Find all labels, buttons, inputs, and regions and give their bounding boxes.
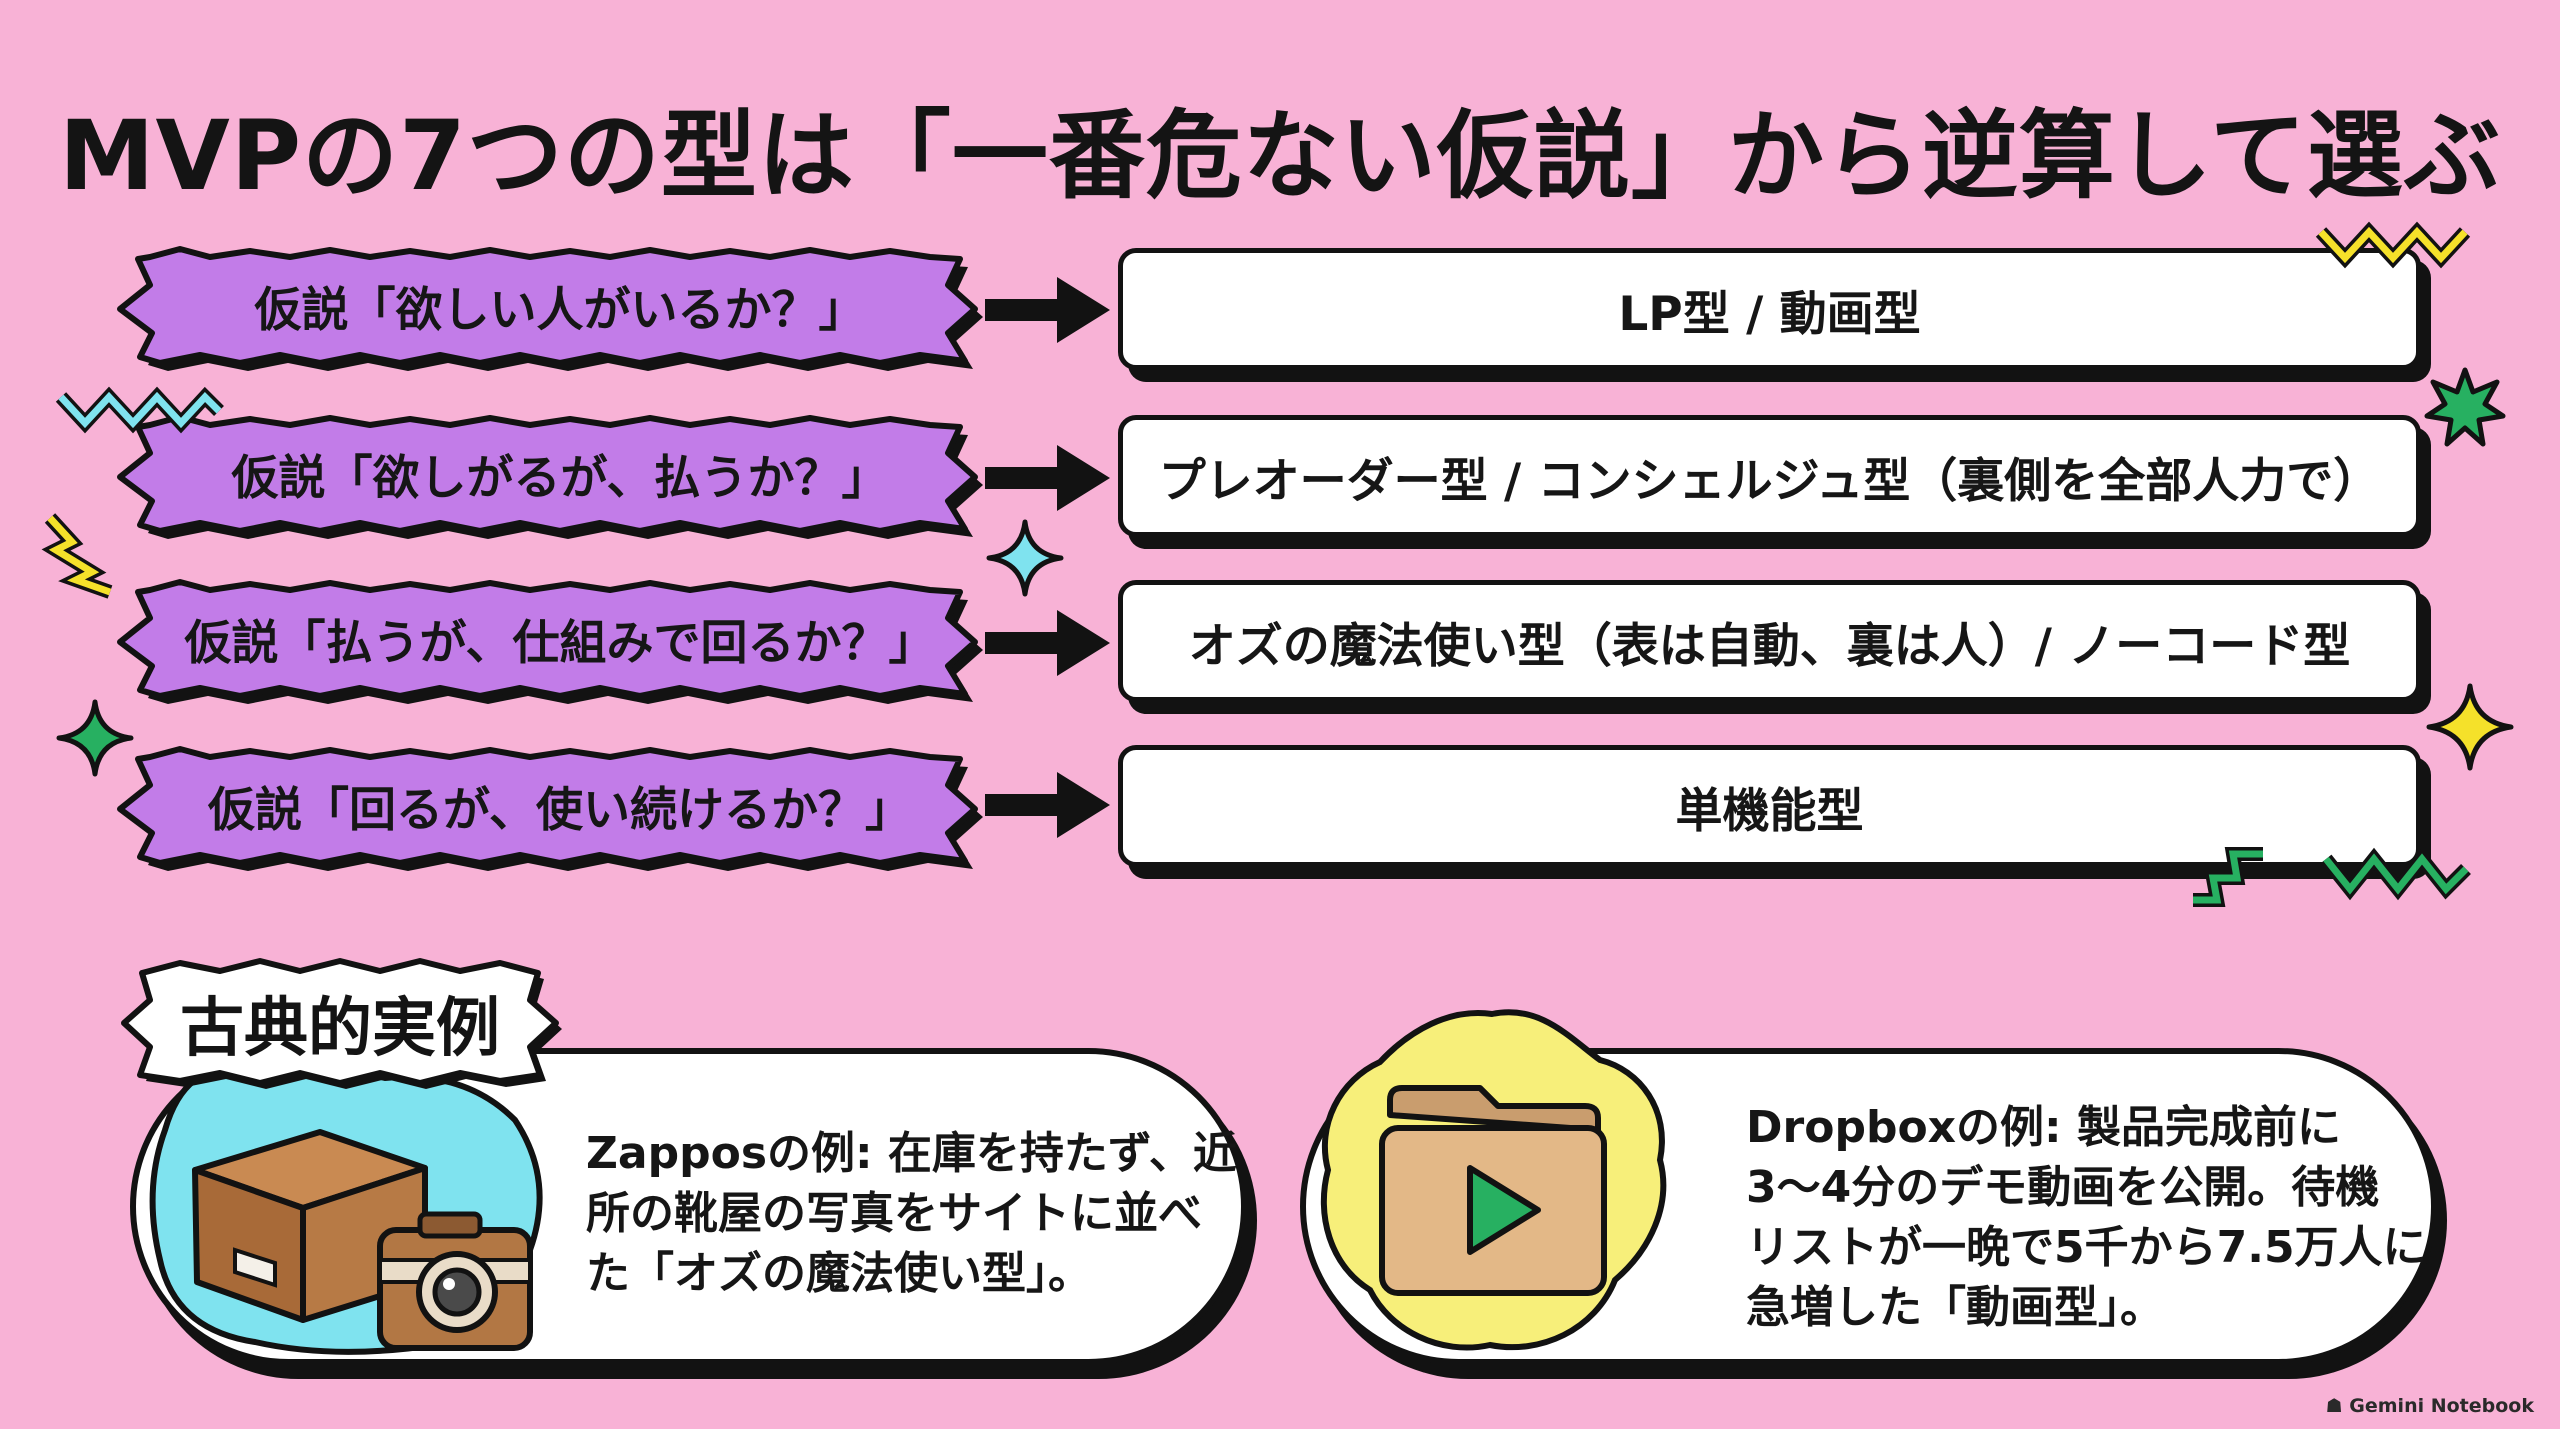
classic-examples-heading: 古典的実例 (180, 991, 500, 1066)
hypothesis-label: 仮説「欲しがるが、払うか？」 (231, 450, 889, 506)
text-line: 3〜4分のデモ動画を公開。待機 (1746, 1162, 2380, 1213)
box-and-camera-icon (149, 1062, 543, 1355)
hypothesis-label: 仮説「払うが、仕組みで回るか？」 (184, 615, 936, 671)
video-folder-icon (1320, 1009, 1667, 1351)
text-line: た「オズの魔法使い型」。 (586, 1248, 1092, 1299)
lightning-green-icon (2193, 847, 2263, 907)
arrow-right-icon (985, 610, 1110, 676)
hypothesis-badge-3: 仮説「払うが、仕組みで回るか？」 (117, 578, 983, 704)
watermark: ☗ Gemini Notebook (2326, 1395, 2534, 1417)
arrow-right-icon (985, 445, 1110, 511)
mvp-type-box-4: 単機能型 (1118, 745, 2421, 867)
arrow-right-icon (985, 277, 1110, 343)
starburst-green-icon (2424, 367, 2506, 447)
mvp-type-box-1: LP型 / 動画型 (1118, 248, 2421, 370)
hypothesis-badge-4: 仮説「回るが、使い続けるか？」 (117, 745, 983, 871)
zigzag-cyan-icon (55, 386, 224, 434)
zigzag-yellow-icon (2315, 221, 2471, 269)
sparkle-cyan-icon (986, 519, 1064, 597)
sparkle-yellow-icon (2426, 683, 2514, 771)
text-line: Dropboxの例: 製品完成前に (1746, 1102, 2341, 1153)
gemini-logo-icon: ☗ (2325, 1395, 2350, 1417)
sparkle-green-icon (56, 699, 134, 777)
badge-shape (117, 579, 983, 704)
hypothesis-badge-2: 仮説「欲しがるが、払うか？」 (117, 413, 983, 539)
hypothesis-label: 仮説「欲しい人がいるか？」 (254, 282, 866, 338)
hypothesis-badge-1: 仮説「欲しい人がいるか？」 (117, 245, 983, 371)
mvp-type-box-2: プレオーダー型 / コンシェルジュ型（裏側を全部人力で） (1118, 415, 2421, 537)
text-line: 急増した「動画型」。 (1746, 1282, 2164, 1333)
lightning-yellow-icon (41, 513, 113, 599)
arrow-right-icon (985, 772, 1110, 838)
zigzag-green-icon (2320, 847, 2471, 901)
badge-shape (117, 246, 983, 371)
hypothesis-label: 仮説「回るが、使い続けるか？」 (207, 782, 913, 838)
mvp-type-box-3: オズの魔法使い型（表は自動、裏は人）/ ノーコード型 (1118, 580, 2421, 702)
watermark-text: Gemini Notebook (2349, 1395, 2534, 1417)
text-line: 所の靴屋の写真をサイトに並べ (586, 1188, 1202, 1239)
badge-shape (117, 746, 983, 871)
text-line: リストが一晩で5千から7.5万人に (1746, 1222, 2427, 1273)
text-line: Zapposの例: 在庫を持たず、近 (586, 1128, 1237, 1179)
label-burst-shape (121, 958, 562, 1089)
badge-shape (117, 414, 983, 539)
dropbox-example-text: Dropboxの例: 製品完成前に 3〜4分のデモ動画を公開。待機 リストが一晩… (1746, 1098, 2427, 1338)
page-title: MVPの7つの型は「一番危ない仮説」から逆算して選ぶ (58, 100, 2502, 212)
classic-examples-label: 古典的実例 (120, 955, 562, 1090)
zappos-example-text: Zapposの例: 在庫を持たず、近 所の靴屋の写真をサイトに並べ た「オズの魔… (586, 1124, 1237, 1304)
